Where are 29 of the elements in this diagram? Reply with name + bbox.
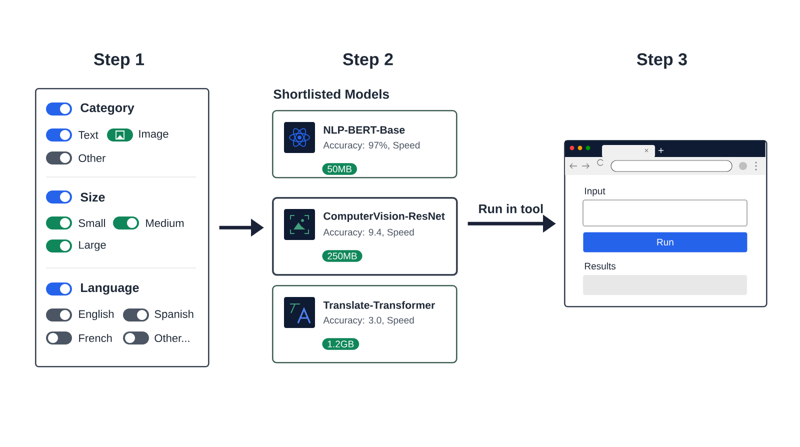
model-name: ComputerVision-ResNet [324,212,445,222]
filter-heading: Language [81,283,139,295]
model-name: Translate-Transformer [323,301,435,309]
model-stats: Accuracy: 97%, Speed [323,142,420,150]
step-heading: Step 1 [94,53,144,69]
edge-label: Run in tool [479,204,543,214]
size-badge: 1.2GB [322,338,360,350]
option-label: Small [78,218,105,228]
size-badge: 250MB [322,250,362,262]
filter-heading: Size [80,192,105,202]
option-label: Large [79,241,106,251]
step-heading: Step 2 [342,53,393,69]
model-stats: Accuracy: 3.0, Speed [323,316,414,326]
option-label: Spanish [154,310,194,320]
option-label: French [79,334,112,342]
model-name: NLP-BERT-Base [324,126,405,134]
field-label: Results [585,262,616,270]
field-label: Input [585,188,606,196]
option-label: Other... [154,334,190,342]
option-label: English [79,310,114,320]
size-badge: 50MB [322,163,358,175]
model-stats: Accuracy: 9.4, Speed [323,228,414,238]
filter-heading: Category [80,103,134,115]
option-label: Text [78,131,98,139]
run-button: Run [583,232,748,252]
option-label: Other [78,154,106,162]
step-heading: Step 3 [636,53,687,69]
option-label: Medium [146,218,184,228]
option-label: Image [139,130,168,140]
